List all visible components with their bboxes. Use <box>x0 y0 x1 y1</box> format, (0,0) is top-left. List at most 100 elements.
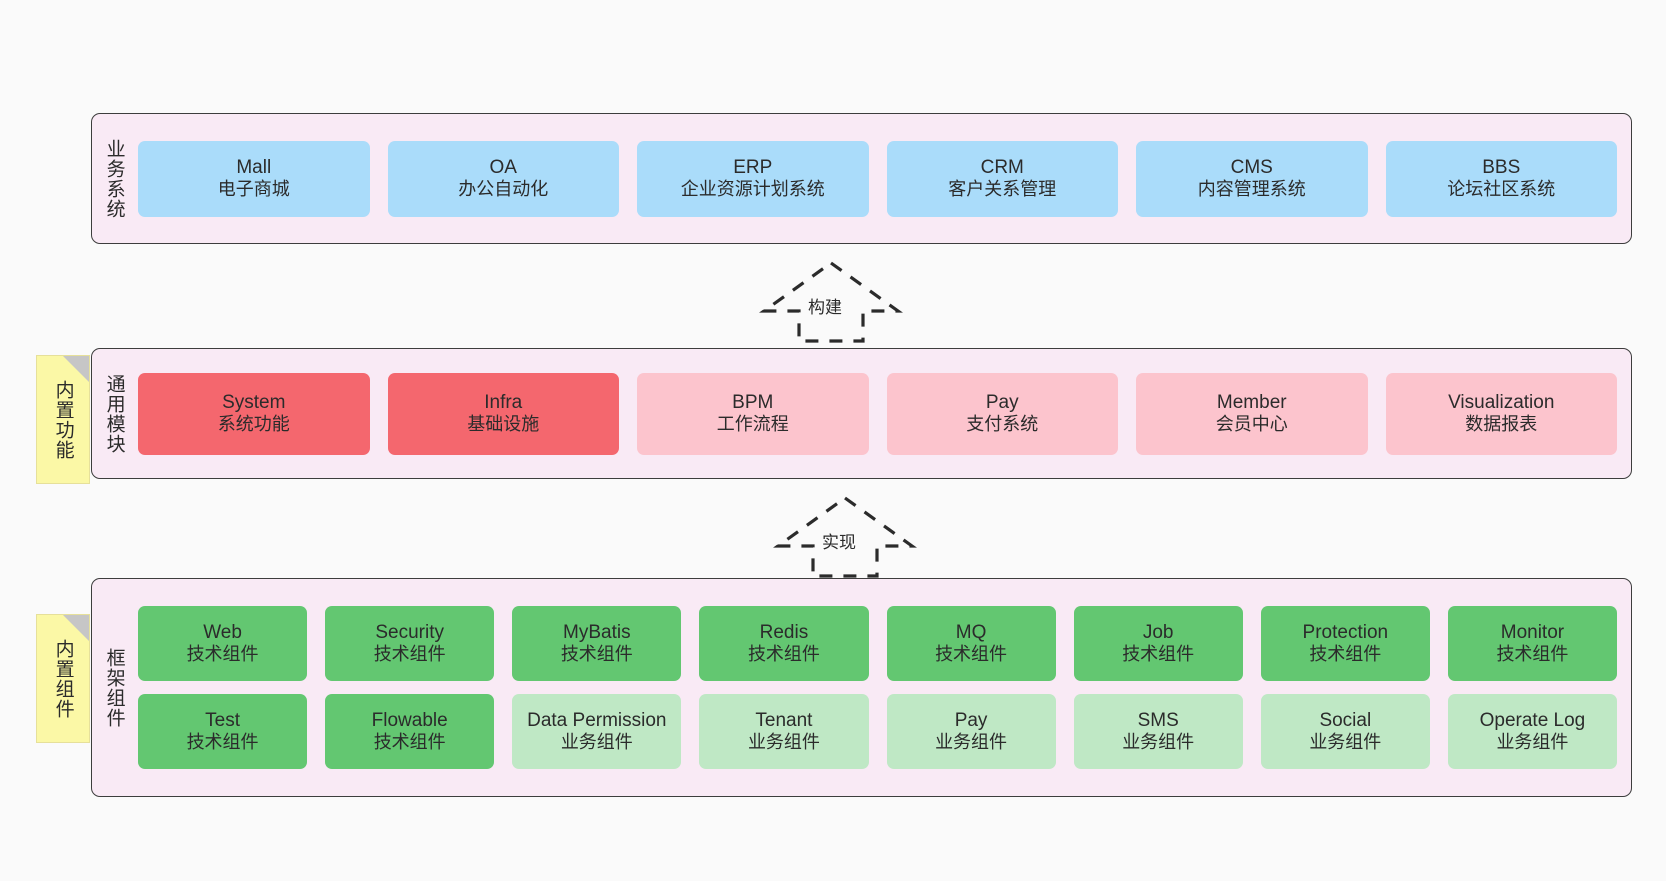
card-subtitle: 电子商城 <box>217 179 290 200</box>
card-title: Operate Log <box>1479 709 1586 731</box>
card-title: MQ <box>955 621 987 643</box>
card-subtitle: 内容管理系统 <box>1197 179 1306 200</box>
layer-panel-modules: 通用模块 System 系统功能 Infra 基础设施 BPM 工作流程 Pay… <box>91 348 1632 479</box>
card-title: Job <box>1142 621 1174 643</box>
card-infra[interactable]: Infra 基础设施 <box>387 372 619 455</box>
card-subtitle: 支付系统 <box>966 414 1039 435</box>
card-subtitle: 办公自动化 <box>458 179 549 200</box>
layer-body-modules: System 系统功能 Infra 基础设施 BPM 工作流程 Pay 支付系统… <box>136 349 1631 478</box>
card-subtitle: 技术组件 <box>747 644 820 665</box>
card-test[interactable]: Test 技术组件 <box>138 694 308 769</box>
card-subtitle: 技术组件 <box>560 644 633 665</box>
connector-implement: 实现 <box>772 494 918 580</box>
card-protection[interactable]: Protection 技术组件 <box>1260 606 1430 681</box>
card-crm[interactable]: CRM 客户关系管理 <box>886 140 1118 217</box>
card-subtitle: 会员中心 <box>1215 414 1288 435</box>
card-row: Test 技术组件 Flowable 技术组件 Data Permission … <box>138 694 1617 769</box>
sticky-note-builtin-component: 内置组件 <box>36 614 90 743</box>
card-subtitle: 客户关系管理 <box>948 179 1057 200</box>
card-system[interactable]: System 系统功能 <box>138 372 370 455</box>
card-job[interactable]: Job 技术组件 <box>1073 606 1243 681</box>
card-subtitle: 基础设施 <box>467 414 540 435</box>
card-row: Mall 电子商城 OA 办公自动化 ERP 企业资源计划系统 CRM 客户关系… <box>138 140 1617 217</box>
card-title: CMS <box>1230 156 1273 178</box>
card-subtitle: 业务组件 <box>560 732 633 753</box>
folded-corner-icon <box>63 615 89 641</box>
card-title: Data Permission <box>527 709 667 731</box>
card-title: Member <box>1216 391 1287 413</box>
card-title: Security <box>375 621 444 643</box>
card-mybatis[interactable]: MyBatis 技术组件 <box>512 606 682 681</box>
card-subtitle: 业务组件 <box>747 732 820 753</box>
card-subtitle: 业务组件 <box>935 732 1008 753</box>
card-title: Flowable <box>371 709 448 731</box>
card-subtitle: 工作流程 <box>716 414 789 435</box>
card-subtitle: 数据报表 <box>1465 414 1538 435</box>
card-member[interactable]: Member 会员中心 <box>1136 372 1368 455</box>
card-operate-log[interactable]: Operate Log 业务组件 <box>1447 694 1617 769</box>
card-visualization[interactable]: Visualization 数据报表 <box>1385 372 1617 455</box>
card-security[interactable]: Security 技术组件 <box>325 606 495 681</box>
card-oa[interactable]: OA 办公自动化 <box>387 140 619 217</box>
card-flowable[interactable]: Flowable 技术组件 <box>325 694 495 769</box>
card-title: System <box>222 391 286 413</box>
layer-panel-framework: 框架组件 Web 技术组件 Security 技术组件 MyBatis 技术组件… <box>91 578 1632 797</box>
card-title: CRM <box>980 156 1024 178</box>
card-subtitle: 技术组件 <box>186 732 259 753</box>
card-redis[interactable]: Redis 技术组件 <box>699 606 869 681</box>
card-mall[interactable]: Mall 电子商城 <box>138 140 370 217</box>
card-pay-business[interactable]: Pay 业务组件 <box>886 694 1056 769</box>
sticky-note-label: 内置功能 <box>52 379 74 460</box>
card-subtitle: 业务组件 <box>1496 732 1569 753</box>
card-tenant[interactable]: Tenant 业务组件 <box>699 694 869 769</box>
card-title: Web <box>203 621 242 643</box>
card-subtitle: 论坛社区系统 <box>1447 179 1556 200</box>
card-title: Protection <box>1302 621 1389 643</box>
layer-label-business: 业务系统 <box>103 138 125 219</box>
card-subtitle: 技术组件 <box>1496 644 1569 665</box>
card-subtitle: 业务组件 <box>1122 732 1195 753</box>
card-title: Pay <box>985 391 1019 413</box>
card-monitor[interactable]: Monitor 技术组件 <box>1447 606 1617 681</box>
card-subtitle: 技术组件 <box>1309 644 1382 665</box>
card-title: Monitor <box>1500 621 1565 643</box>
card-title: Test <box>205 709 240 731</box>
card-title: Redis <box>759 621 809 643</box>
card-bpm[interactable]: BPM 工作流程 <box>637 372 869 455</box>
folded-corner-icon <box>63 356 89 382</box>
card-sms[interactable]: SMS 业务组件 <box>1073 694 1243 769</box>
layer-body-framework: Web 技术组件 Security 技术组件 MyBatis 技术组件 Redi… <box>136 579 1631 796</box>
card-title: BPM <box>732 391 774 413</box>
card-title: Pay <box>954 709 988 731</box>
card-row: Web 技术组件 Security 技术组件 MyBatis 技术组件 Redi… <box>138 606 1617 681</box>
card-social[interactable]: Social 业务组件 <box>1260 694 1430 769</box>
card-subtitle: 技术组件 <box>1122 644 1195 665</box>
card-data-permission[interactable]: Data Permission 业务组件 <box>512 694 682 769</box>
card-title: SMS <box>1137 709 1179 731</box>
layer-panel-business: 业务系统 Mall 电子商城 OA 办公自动化 ERP 企业资源计划系统 CRM… <box>91 113 1632 244</box>
card-title: ERP <box>733 156 773 178</box>
card-mq[interactable]: MQ 技术组件 <box>886 606 1056 681</box>
card-erp[interactable]: ERP 企业资源计划系统 <box>637 140 869 217</box>
card-web[interactable]: Web 技术组件 <box>138 606 308 681</box>
card-subtitle: 系统功能 <box>217 414 290 435</box>
card-subtitle: 技术组件 <box>373 644 446 665</box>
card-subtitle: 业务组件 <box>1309 732 1382 753</box>
card-title: Social <box>1319 709 1372 731</box>
card-title: Mall <box>236 156 272 178</box>
card-subtitle: 技术组件 <box>935 644 1008 665</box>
connector-implement-label: 实现 <box>819 528 859 553</box>
layer-label-modules: 通用模块 <box>103 373 125 454</box>
card-title: OA <box>489 156 517 178</box>
card-subtitle: 技术组件 <box>186 644 259 665</box>
dashed-up-arrow-icon <box>773 496 917 578</box>
sticky-note-builtin-function: 内置功能 <box>36 355 90 484</box>
card-row: System 系统功能 Infra 基础设施 BPM 工作流程 Pay 支付系统… <box>138 372 1617 455</box>
card-bbs[interactable]: BBS 论坛社区系统 <box>1385 140 1617 217</box>
card-cms[interactable]: CMS 内容管理系统 <box>1136 140 1368 217</box>
card-pay[interactable]: Pay 支付系统 <box>886 372 1118 455</box>
card-subtitle: 企业资源计划系统 <box>680 179 825 200</box>
connector-build-label: 构建 <box>805 293 845 318</box>
dashed-up-arrow-icon <box>759 261 903 343</box>
